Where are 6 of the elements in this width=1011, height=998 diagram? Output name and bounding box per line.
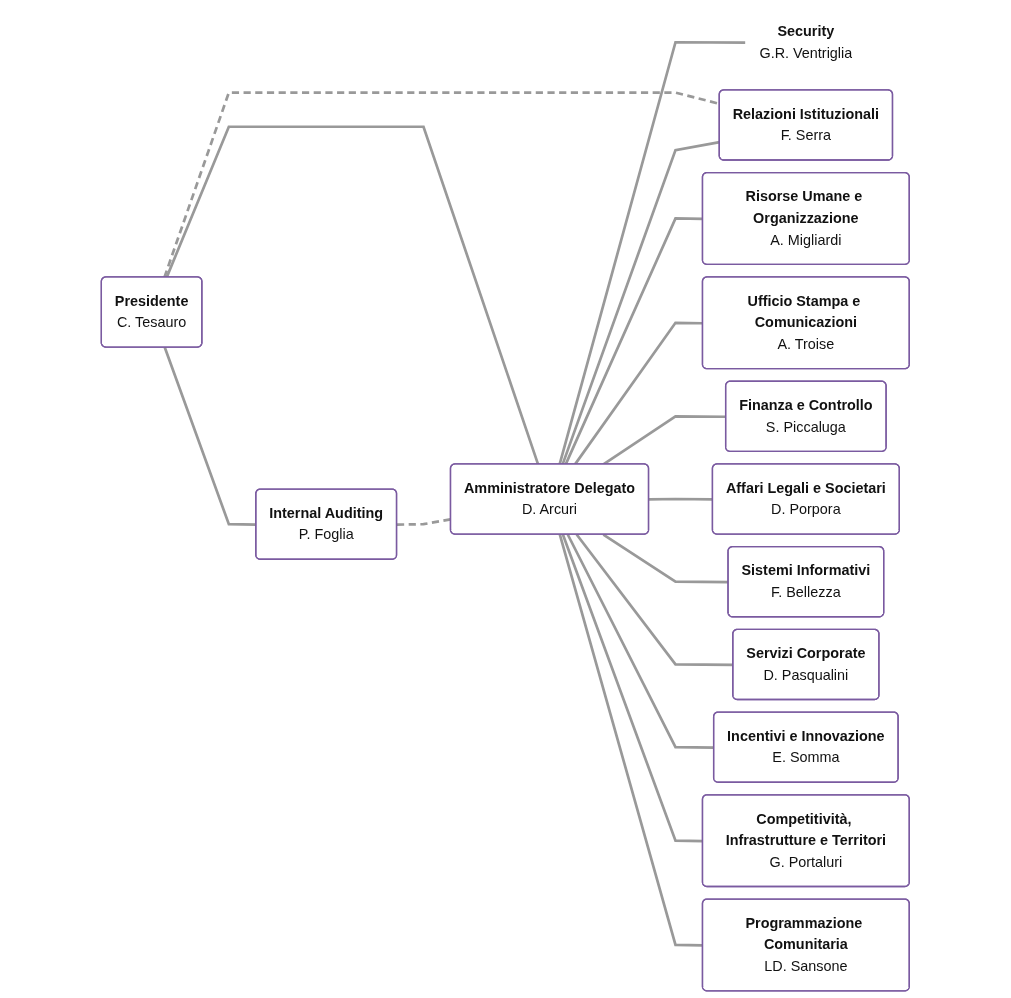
connector — [558, 40, 747, 465]
connector — [602, 533, 729, 584]
connector — [575, 533, 734, 667]
node-text: Security G.R. Ventriglia — [759, 23, 853, 61]
connector — [163, 347, 257, 526]
connector — [165, 125, 540, 465]
